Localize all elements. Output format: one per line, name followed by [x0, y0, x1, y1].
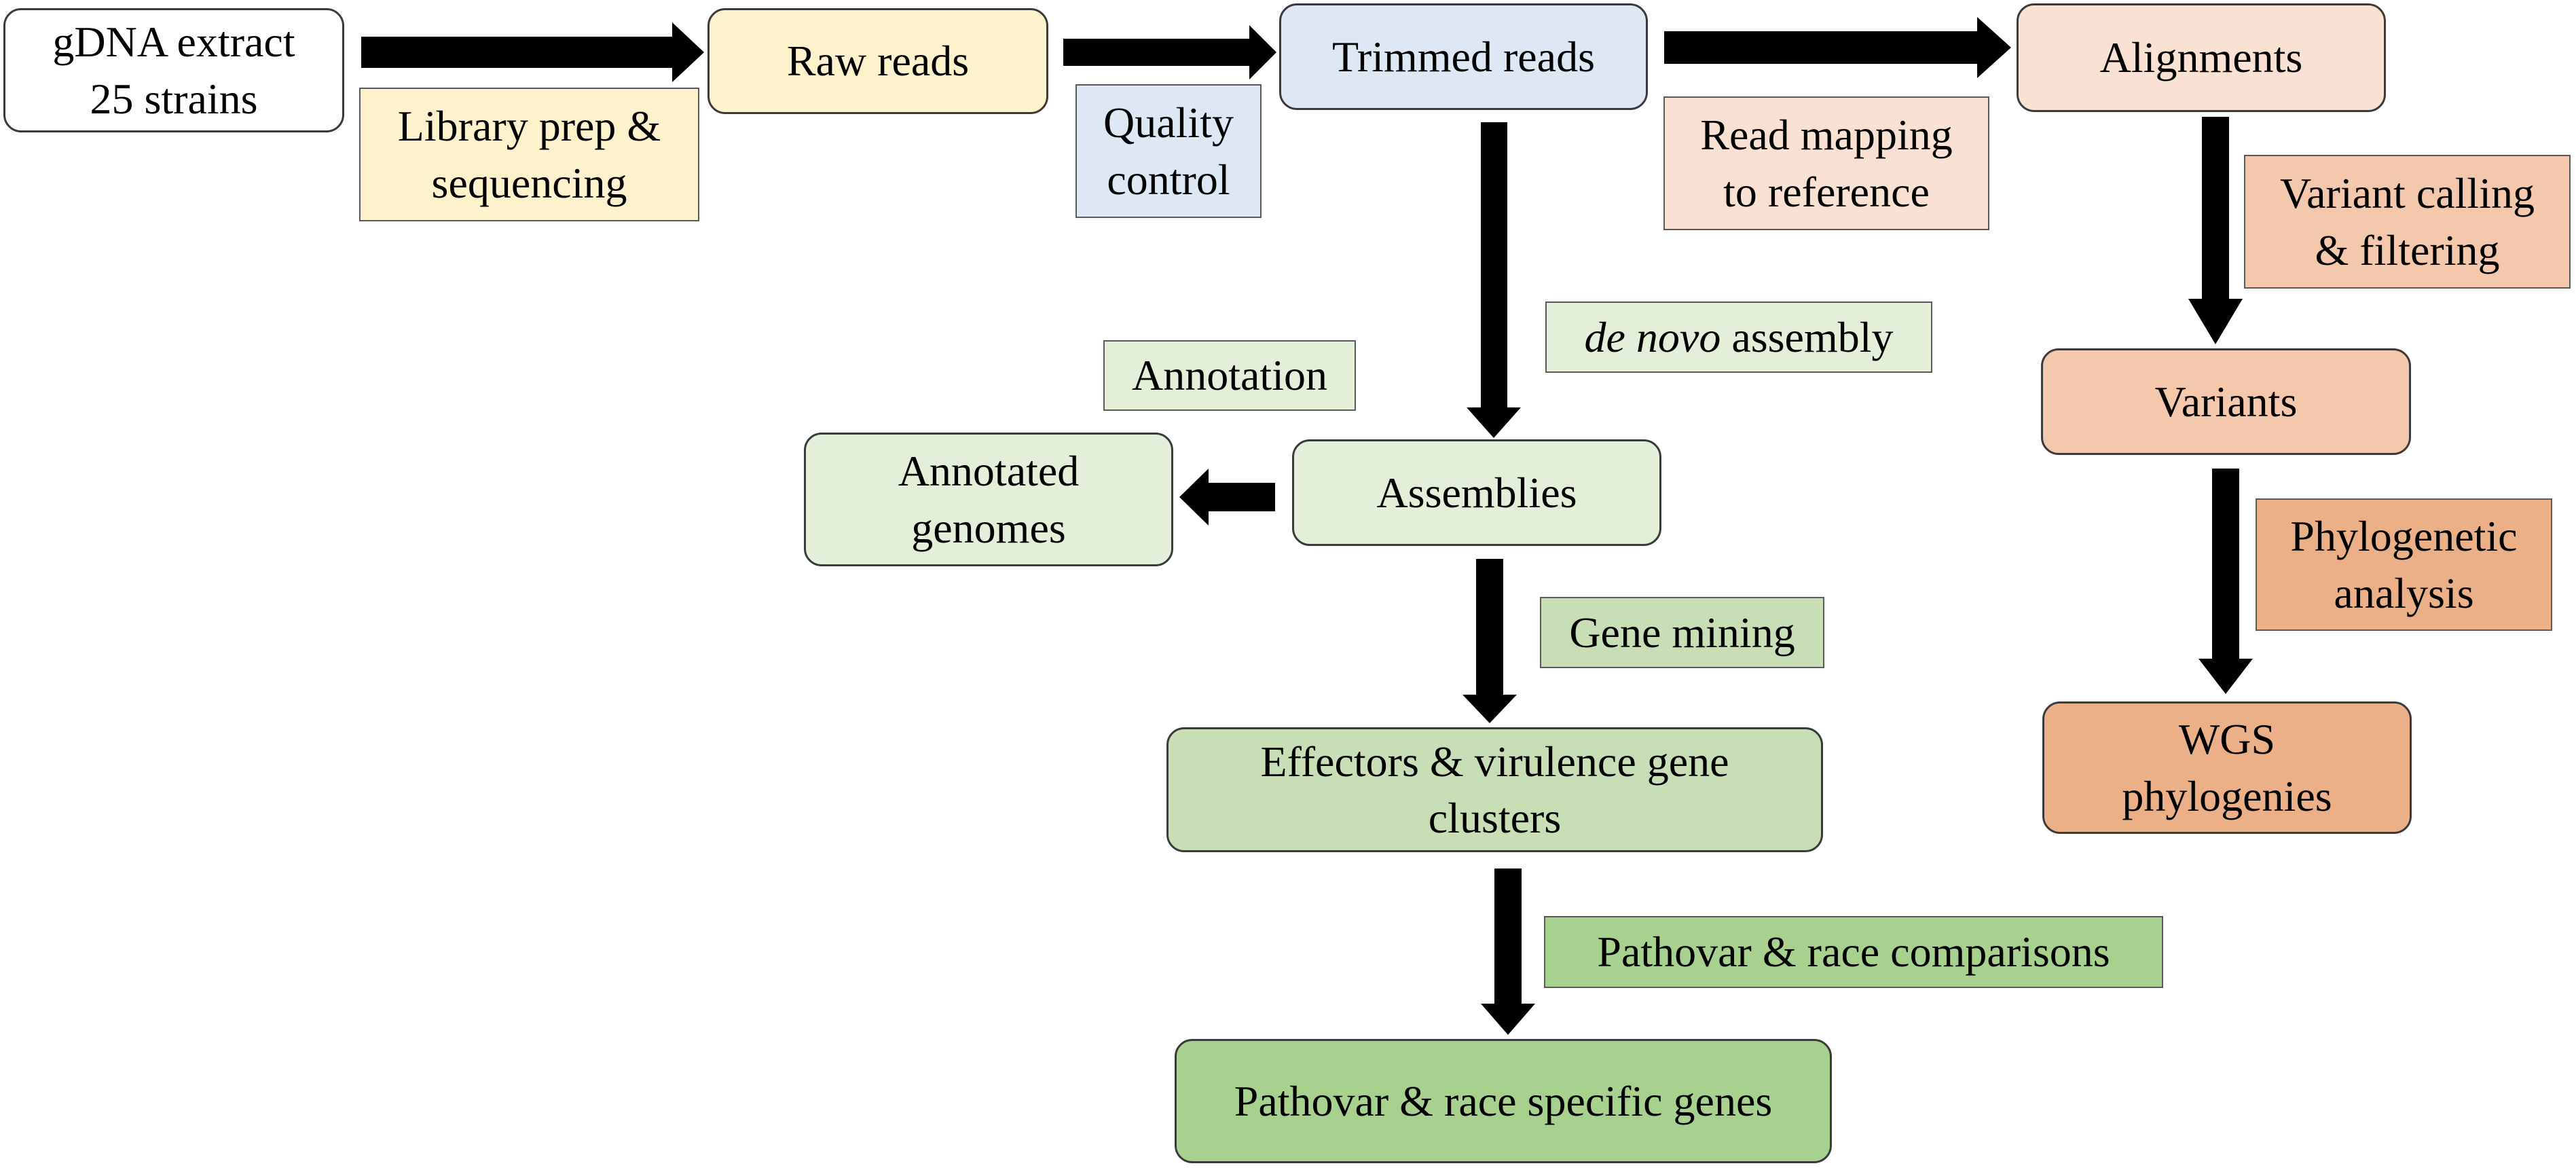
node-pathovar-race-genes: Pathovar & race specific genes — [1175, 1039, 1832, 1163]
arrow-alignments-to-variants — [2188, 117, 2243, 344]
node-effectors-virulence: Effectors & virulence gene clusters — [1166, 727, 1823, 852]
de-novo-italic: de novo — [1584, 312, 1721, 361]
de-novo-rest: assembly — [1721, 312, 1894, 361]
node-gdna-extract: gDNA extract 25 strains — [3, 8, 344, 132]
arrow-trimmed-to-alignments — [1664, 17, 2011, 78]
step-library-prep: Library prep & sequencing — [359, 88, 699, 221]
arrow-trimmed-to-assemblies — [1467, 122, 1521, 438]
arrow-variants-to-wgs — [2198, 469, 2253, 694]
node-raw-reads: Raw reads — [707, 8, 1048, 114]
step-quality-control: Quality control — [1075, 84, 1262, 218]
arrow-gdna-to-raw-reads — [361, 22, 704, 82]
arrow-assemblies-to-effectors — [1462, 559, 1517, 723]
node-wgs-phylogenies: WGS phylogenies — [2042, 701, 2412, 834]
step-annotation: Annotation — [1103, 340, 1356, 411]
step-phylogenetic-analysis: Phylogenetic analysis — [2256, 498, 2552, 631]
node-assemblies: Assemblies — [1292, 439, 1661, 546]
step-de-novo-assembly: de novo assembly — [1545, 301, 1932, 373]
node-variants: Variants — [2041, 348, 2411, 455]
step-variant-calling: Variant calling & filtering — [2244, 155, 2571, 289]
node-annotated-genomes: Annotated genomes — [804, 433, 1173, 566]
node-alignments: Alignments — [2017, 3, 2386, 112]
arrow-raw-to-trimmed — [1063, 25, 1276, 79]
step-read-mapping: Read mapping to reference — [1663, 96, 1989, 230]
arrow-effectors-to-pathovar — [1481, 869, 1535, 1035]
node-trimmed-reads: Trimmed reads — [1279, 3, 1648, 110]
step-pathovar-comparisons: Pathovar & race comparisons — [1544, 916, 2163, 988]
step-gene-mining: Gene mining — [1540, 597, 1824, 668]
arrow-assemblies-to-annotated — [1179, 469, 1275, 526]
